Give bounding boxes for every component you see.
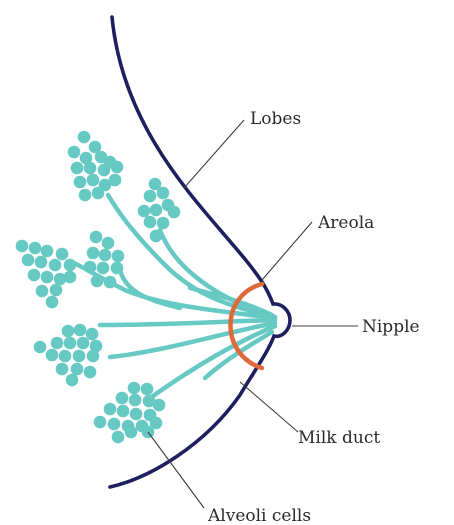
alveolus-dot [138,205,151,218]
alveoli-cluster-top-left [68,131,124,202]
lobes-label: Lobes [250,109,301,129]
areola-label: Areola [317,213,374,233]
alveolus-dot [84,162,97,175]
alveolus-dot [87,350,100,363]
alveolus-dot [111,161,124,174]
alveoli-cluster-bottom [94,382,166,444]
alveolus-dot [87,247,100,260]
alveolus-dot [97,262,110,275]
alveolus-dot [94,416,107,429]
alveolus-dot [78,131,91,144]
alveoli-cluster-lower-left [34,324,103,387]
milk-duct-leader-line [240,382,298,432]
alveolus-dot [73,350,86,363]
alveolus-dot [91,275,104,288]
alveolus-dot [84,261,97,274]
alveolus-dot [34,341,47,354]
alveolus-dot [109,174,122,187]
alveolus-dot [79,189,92,202]
alveolus-dot [150,230,163,243]
alveolus-dot [168,206,181,219]
alveolus-dot [46,349,59,362]
alveolus-dot [56,363,69,376]
alveolus-dot [71,363,84,376]
alveolus-dot [111,262,124,275]
alveolus-dot [64,271,77,284]
alveolus-dot [64,259,77,272]
milk-duct-label: Milk duct [298,428,380,448]
alveolus-dot [117,405,130,418]
alveolus-dot [128,382,141,395]
alveolus-dot [84,366,97,379]
alveolus-dot [46,296,59,309]
alveolus-dot [35,256,48,269]
alveolus-dot [62,325,75,338]
alveolus-dot [144,190,157,203]
alveolus-dot [56,248,69,261]
alveoli-cells-label: Alveoli cells [207,506,311,525]
alveolus-dot [125,426,138,439]
alveoli-cluster-top-right [138,178,181,243]
alveolus-dot [112,250,125,263]
alveolus-dot [87,174,100,187]
alveolus-dot [36,285,49,298]
alveolus-dot [104,403,117,416]
alveolus-dot [64,337,77,350]
milk-ducts [72,195,275,398]
alveolus-dot [98,164,111,177]
alveolus-dot [130,408,143,421]
alveolus-dot [150,204,163,217]
alveolus-dot [29,242,42,255]
areola-leader-line [262,222,312,280]
alveolus-dot [74,176,87,189]
nipple-label: Nipple [362,317,420,337]
alveolus-dot [144,216,157,229]
duct-lower-center [110,323,275,357]
alveolus-dot [77,337,90,350]
alveolus-dot [141,383,154,396]
alveolus-dot [16,240,29,253]
alveolus-dot [86,328,99,341]
duct-center [100,320,275,325]
alveolus-dot [157,187,170,200]
duct-upper-left [108,195,275,317]
alveolus-dot [41,245,54,258]
alveoli-cluster-mid-left [16,240,77,309]
alveolus-dot [51,337,64,350]
alveolus-dot [157,217,170,230]
alveolus-dot [74,324,87,337]
alveolus-dot [71,162,84,175]
lobes-leader-line [184,120,244,188]
alveolus-dot [104,276,117,289]
alveolus-dot [99,249,112,262]
alveolus-dot [116,392,129,405]
alveolus-dot [108,418,121,431]
alveolus-dot [66,374,79,387]
alveolus-dot [28,269,41,282]
alveolus-dot [68,146,81,159]
alveolus-dot [59,350,72,363]
alveolus-dot [50,284,63,297]
alveolus-dot [129,394,142,407]
alveolus-dot [92,187,105,200]
alveolus-dot [153,399,166,412]
alveolus-dot [102,237,115,250]
alveolus-dot [112,431,125,444]
alveolus-dot [41,271,54,284]
alveolus-dot [22,254,35,267]
alveolus-dot [49,259,62,272]
alveolus-dot [90,231,103,244]
